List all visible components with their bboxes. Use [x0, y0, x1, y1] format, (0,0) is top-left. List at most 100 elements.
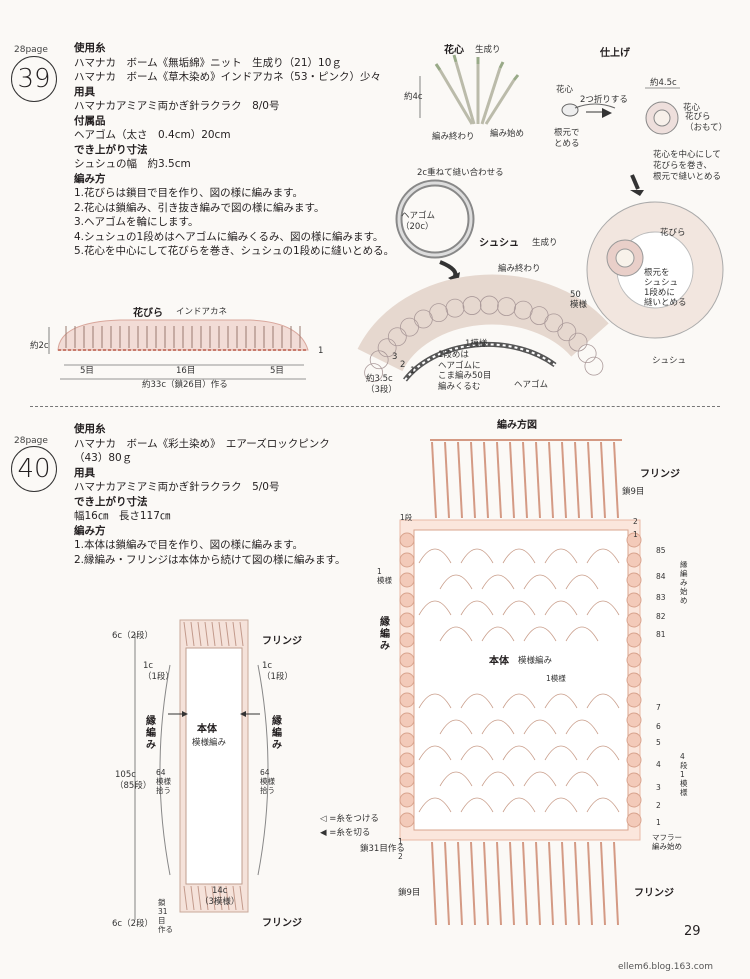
petal-left: 5目: [80, 366, 94, 376]
chou-height: 約3.5c （3段）: [366, 374, 397, 395]
chou-gum: ヘアゴム: [514, 380, 549, 390]
instruction-line: 5.花心を中心にして花びらを巻き、シュシュの1段めに縫いとめる。: [74, 245, 395, 257]
scarf-en-r: 縁 編 み: [272, 716, 282, 751]
ring-gum: ヘアゴム （20c）: [401, 211, 436, 232]
chart-body: 本体: [489, 656, 509, 667]
pattern-number-40: 40: [11, 446, 57, 492]
chart-r4: 4: [656, 760, 661, 769]
chart-t2: 2: [633, 517, 638, 526]
chart-body-sub: 模様編み: [518, 656, 553, 666]
chart-muffler: マフラー 編み始め: [652, 833, 682, 851]
finish-base2: 根元を シュシュ 1段めに 縫いとめる: [644, 268, 687, 308]
chart-chain31: 鎖31目作る: [360, 844, 405, 854]
page-ref-40: 28page: [14, 436, 48, 446]
scarf-edge-r: 1c （1段）: [262, 661, 293, 682]
scarf-body: 本体: [197, 724, 217, 735]
instruction-line: 1.花びらは鎖目で目を作り、図の様に編みます。: [74, 187, 304, 199]
instruction-line: 編み方: [74, 524, 106, 537]
chou-r1: 1: [410, 366, 416, 376]
chart-r2: 2: [656, 801, 661, 810]
chou-end: 編み終わり: [498, 264, 541, 274]
scarf-fringe: フリンジ: [262, 636, 302, 647]
finish-width: 約4.5c: [650, 78, 677, 88]
finish-drawing: [561, 87, 724, 339]
instruction-line: 使用糸: [74, 42, 106, 54]
page-ref-39: 28page: [14, 45, 48, 55]
instruction-line: ハマナカ ボーム《彩土染め》 エアーズロックピンク: [74, 437, 330, 450]
heart-height: 約4c: [404, 92, 423, 102]
instruction-line: 付属品: [74, 114, 106, 127]
chart-title: 編み方図: [497, 420, 537, 431]
instruction-line: でき上がり寸法: [74, 495, 148, 508]
chart-edge: 縁 編 み: [380, 617, 390, 652]
chart-b2: 2: [398, 852, 403, 861]
chart-r7: 7: [656, 703, 661, 712]
chart-r81: 81: [656, 630, 666, 639]
chou-st: 50 模様: [570, 290, 588, 310]
instruction-line: ハマナカアミアミ両かぎ針ラクラク 5/0号: [74, 481, 280, 493]
instruction-line: 使用糸: [74, 423, 106, 435]
finish-heart: 花心: [556, 85, 574, 95]
page-number: 29: [684, 924, 701, 939]
chou-sub: 生成り: [532, 238, 558, 248]
instruction-line: ハマナカ ボーム《草木染め》インドアカネ（53・ピンク）少々: [74, 71, 382, 83]
scarf-schematic: [134, 619, 269, 920]
chart-r84: 84: [656, 572, 666, 581]
ring-drawing: [395, 179, 475, 284]
scarf-fringe2: フリンジ: [262, 918, 302, 929]
petal-sub: インドアカネ: [176, 307, 228, 317]
finish-chouchou: シュシュ: [652, 356, 687, 366]
chart-one: 1 模様: [377, 567, 392, 585]
chart-one-mid: 1模様: [546, 674, 566, 683]
petal-total: 約33c（鎖26目）作る: [142, 380, 228, 390]
instruction-line: ハマナカ ボーム《無垢綿》ニット 生成り（21）10ｇ: [74, 56, 342, 69]
heart-title: 花心: [444, 45, 464, 56]
petal-mid: 16目: [176, 366, 196, 376]
section-divider: [30, 406, 720, 407]
finish-wrap: 花心を中心にして 花びらを巻き、 根元で縫いとめる: [653, 150, 722, 182]
chart-fringe: フリンジ: [640, 469, 680, 480]
chart-edge-start: 縁 編 み 始 め: [680, 560, 688, 605]
legend-cut: ◀ =糸を切る: [320, 828, 371, 838]
instruction-line: ヘアゴム（太さ 0.4cm）20cm: [74, 129, 231, 141]
chart-four: 4 段 1 模 様: [680, 752, 688, 797]
petal-row: 1: [318, 346, 324, 356]
instructions-39: 使用糸ハマナカ ボーム《無垢綿》ニット 生成り（21）10ｇ ハマナカ ボーム《草…: [74, 41, 394, 259]
scarf-chain: 鎖 31 目 作る: [158, 898, 173, 934]
finish-fold: 2つ折りする: [580, 95, 628, 105]
instruction-line: ハマナカアミアミ両かぎ針ラクラク 8/0号: [74, 100, 280, 112]
chart-r3: 3: [656, 783, 661, 792]
stitch-chart: [399, 439, 642, 926]
scarf-edge-l: 1c （1段）: [143, 661, 174, 682]
chart-r83: 83: [656, 593, 666, 602]
instruction-line: シュシュの幅 約3.5cm: [74, 158, 191, 170]
instruction-line: 2.縁編み・フリンジは本体から続けて図の様に編みます。: [74, 553, 346, 566]
chart-row1: 1段: [400, 513, 413, 522]
chart-r82: 82: [656, 612, 666, 621]
instruction-line: 2.花心は鎖編み、引き抜き編みで図の様に編みます。: [74, 201, 325, 214]
heart-chart: [434, 54, 520, 125]
instruction-line: でき上がり寸法: [74, 143, 148, 156]
chouchou-chart: [357, 274, 609, 383]
chou-one: 1模様: [465, 339, 488, 349]
finish-base: 根元で とめる: [554, 128, 580, 149]
instruction-line: 編み方: [74, 172, 106, 185]
pattern-number-39: 39: [11, 56, 57, 102]
chou-r2: 2: [400, 360, 406, 370]
chart-r85: 85: [656, 546, 666, 555]
heart-end: 編み終わり: [432, 132, 475, 142]
scarf-top: 6c（2段）: [112, 631, 153, 641]
ring-overlap: 2c重ねて縫い合わせる: [417, 168, 504, 178]
instruction-line: 用具: [74, 85, 95, 98]
finish-petal-face: 花びら （おもて）: [685, 112, 728, 133]
scarf-pick-l: 64 模様 拾う: [156, 768, 171, 795]
legend-attach: ◁ =糸をつける: [320, 814, 379, 824]
chart-r5: 5: [656, 738, 661, 747]
instruction-line: 4.シュシュの1段めはヘアゴムに編みくるみ、図の様に編みます。: [74, 230, 384, 243]
finish-heart2: 花心: [683, 103, 701, 113]
petal-right: 5目: [270, 366, 284, 376]
instruction-line: 幅16㎝ 長さ117㎝: [74, 510, 171, 522]
instruction-line: 1.本体は鎖編みで目を作り、図の様に編みます。: [74, 539, 304, 551]
